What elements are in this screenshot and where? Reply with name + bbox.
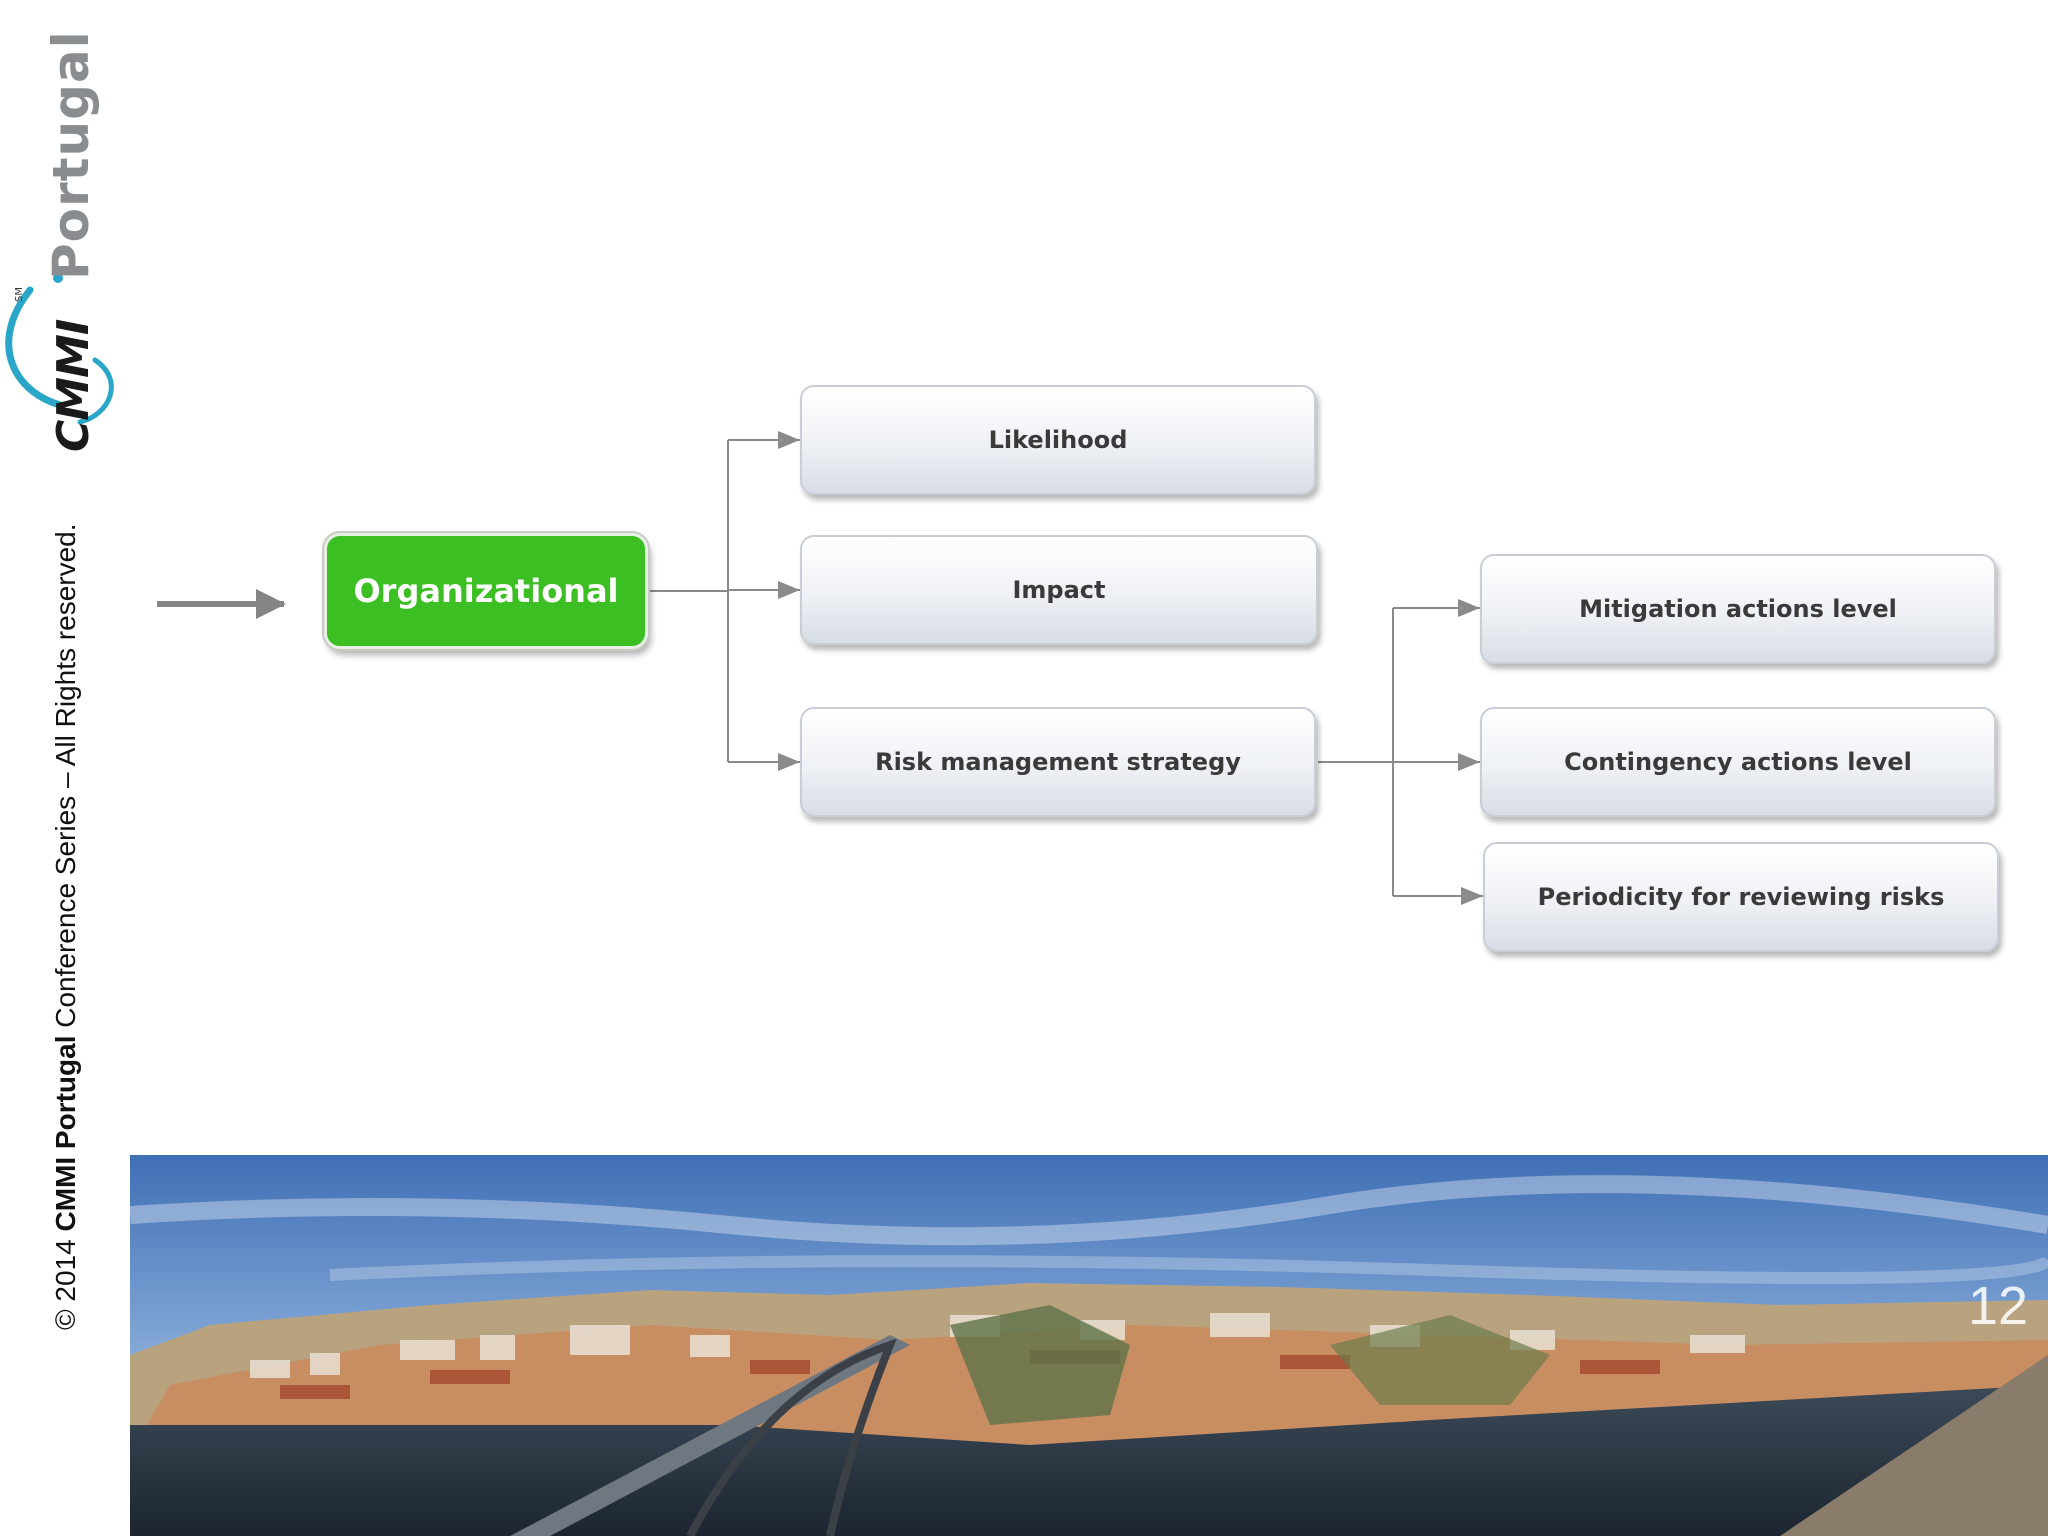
arrowhead-strategy — [778, 753, 800, 771]
cmmi-portugal-logo: Portugal CMMI SM — [0, 30, 120, 452]
arrowhead-impact — [778, 581, 800, 599]
node-contingency-actions-level: Contingency actions level — [1480, 707, 1996, 817]
arrowhead-contingency — [1458, 753, 1480, 771]
node-risk-management-strategy: Risk management strategy — [800, 707, 1316, 817]
arrowhead-periodicity — [1461, 887, 1483, 905]
porto-panorama-photo — [130, 1155, 2048, 1536]
arrowhead-mitigation — [1458, 599, 1480, 617]
arrowhead-likelihood — [778, 431, 800, 449]
node-likelihood: Likelihood — [800, 385, 1316, 495]
slide-page-number: 12 — [1968, 1276, 2029, 1336]
node-organizational: Organizational — [324, 533, 648, 649]
logo-swoosh-icon — [5, 273, 114, 425]
node-impact: Impact — [800, 535, 1318, 645]
node-mitigation-actions-level: Mitigation actions level — [1480, 554, 1996, 664]
panorama-illustration — [130, 1155, 2048, 1536]
node-periodicity-reviewing-risks: Periodicity for reviewing risks — [1483, 842, 1999, 952]
